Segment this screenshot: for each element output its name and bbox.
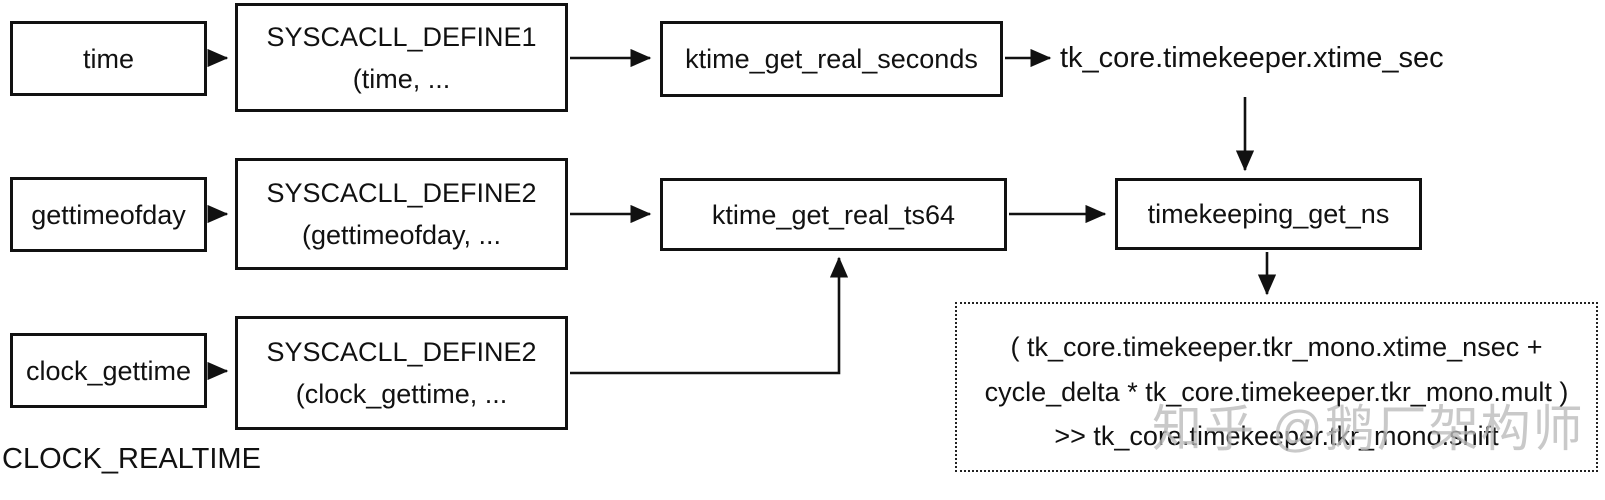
node-syscall-define2-clock-gettime: SYSCACLL_DEFINE2 (clock_gettime, ... [235, 316, 568, 430]
label-clock-realtime: CLOCK_REALTIME [2, 443, 261, 475]
node-ktime-get-real-seconds: ktime_get_real_seconds [660, 21, 1003, 97]
node-ktime-get-real-seconds-label: ktime_get_real_seconds [685, 44, 978, 74]
node-syscall-define1-line1: SYSCACLL_DEFINE1 [266, 21, 537, 52]
arrow-define2b-to-ktime-ts64 [570, 256, 849, 375]
node-formula-box: ( tk_core.timekeeper.tkr_mono.xtime_nsec… [955, 302, 1598, 472]
node-syscall-define2-gettimeofday-line1: SYSCACLL_DEFINE2 [266, 178, 537, 208]
formula-line2: cycle_delta * tk_core.timekeeper.tkr_mon… [984, 376, 1569, 407]
formula-line1: ( tk_core.timekeeper.tkr_mono.xtime_nsec… [1010, 331, 1543, 362]
node-clock-gettime-label: clock_gettime [25, 355, 192, 386]
node-syscall-define2-gettimeofday-line2: (gettimeofday, ... [301, 220, 502, 250]
label-xtime-sec: tk_core.timekeeper.xtime_sec [1060, 42, 1444, 74]
node-gettimeofday: gettimeofday [10, 177, 207, 252]
node-time-label: time [82, 43, 134, 74]
node-clock-gettime: clock_gettime [10, 333, 207, 408]
node-syscall-define2-clock-gettime-line2: (clock_gettime, ... [295, 379, 508, 409]
node-time: time [10, 21, 207, 96]
node-ktime-get-real-ts64-label: ktime_get_real_ts64 [711, 199, 956, 230]
node-syscall-define2-clock-gettime-line1: SYSCACLL_DEFINE2 [266, 337, 537, 367]
node-ktime-get-real-ts64: ktime_get_real_ts64 [660, 178, 1007, 251]
node-syscall-define1-line2: (time, ... [352, 63, 451, 94]
node-timekeeping-get-ns-label: timekeeping_get_ns [1147, 199, 1390, 229]
node-syscall-define2-gettimeofday: SYSCACLL_DEFINE2 (gettimeofday, ... [235, 158, 568, 270]
node-gettimeofday-label: gettimeofday [31, 199, 186, 230]
node-syscall-define1: SYSCACLL_DEFINE1 (time, ... [235, 3, 568, 112]
node-timekeeping-get-ns: timekeeping_get_ns [1115, 178, 1422, 250]
formula-line3: >> tk_core.timekeeper.tkr_mono.shift [1054, 421, 1499, 452]
